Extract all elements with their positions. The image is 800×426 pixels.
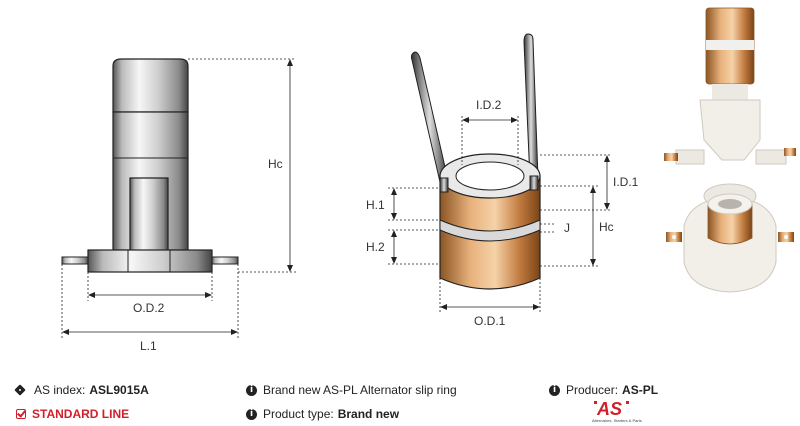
- producer: i Producer: AS-PL: [549, 383, 658, 397]
- description-text: Brand new AS-PL Alternator slip ring: [263, 383, 457, 397]
- top-cap: [112, 58, 189, 113]
- check-square-icon: [16, 409, 26, 419]
- svg-text:AS: AS: [596, 399, 622, 418]
- product-type: i Product type: Brand new: [246, 407, 399, 421]
- cylinder-bore: [455, 161, 525, 191]
- dim-hc-left: Hc: [268, 157, 283, 171]
- product-photo-side: [664, 7, 796, 165]
- dim-l1: L.1: [140, 339, 157, 353]
- standard-line-label: STANDARD LINE: [32, 407, 130, 421]
- as-index-label: AS index:: [34, 383, 86, 397]
- groove: [439, 219, 541, 242]
- slot: [129, 177, 169, 250]
- description: i Brand new AS-PL Alternator slip ring: [246, 383, 457, 397]
- dim-j: J: [564, 221, 570, 235]
- dim-id1: I.D.1: [613, 175, 639, 189]
- as-index-value: ASL9015A: [89, 383, 149, 397]
- info-icon: i: [246, 384, 257, 396]
- dim-id2: I.D.2: [476, 98, 502, 112]
- terminal-right: [211, 256, 239, 265]
- dim-h2: H.2: [366, 240, 385, 254]
- dim-hc-right: Hc: [599, 220, 614, 234]
- producer-label: Producer:: [566, 383, 619, 397]
- standard-line[interactable]: STANDARD LINE: [16, 407, 129, 421]
- as-logo-mark: AS: [594, 399, 629, 419]
- product-type-label: Product type:: [263, 407, 334, 421]
- producer-value: AS-PL: [622, 383, 659, 397]
- as-index: AS index: ASL9015A: [16, 383, 149, 397]
- wire-left: [410, 51, 449, 183]
- as-pl-logo[interactable]: AS Alternators, Starters & Parts: [592, 398, 652, 424]
- base-flange: [87, 249, 213, 273]
- perspective-view: I.D.2 I.D.1 Hc J H.1: [366, 33, 639, 328]
- product-photo-top: [666, 183, 794, 293]
- tag-icon: [16, 384, 28, 396]
- product-type-value: Brand new: [337, 407, 400, 421]
- info-icon: i: [549, 384, 560, 396]
- wire-right: [523, 33, 539, 181]
- side-view: Hc O.D.2 L.1: [61, 58, 296, 353]
- terminal-left: [61, 256, 89, 265]
- logo-tagline: Alternators, Starters & Parts: [592, 418, 642, 423]
- dim-od1: O.D.1: [474, 314, 506, 328]
- dim-h1: H.1: [366, 198, 385, 212]
- dim-od2: O.D.2: [133, 301, 165, 315]
- info-icon: i: [246, 408, 257, 420]
